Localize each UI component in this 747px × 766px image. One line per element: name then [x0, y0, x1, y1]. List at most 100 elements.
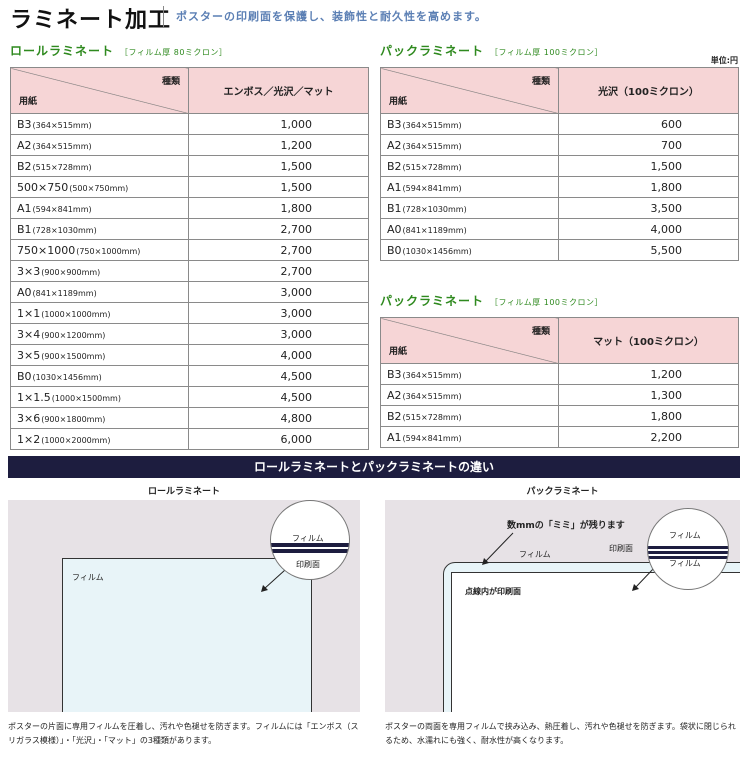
pack-gloss-heading: パックラミネート［フィルム厚 100ミクロン］	[380, 42, 603, 59]
pack-matte-col-value: マット（100ミクロン）	[558, 317, 739, 364]
roll-spec: ［フィルム厚 80ミクロン］	[120, 48, 228, 57]
paper-dimensions: (1000×2000mm)	[41, 435, 111, 445]
paper-size: 1×2	[17, 432, 41, 446]
paper-dimensions: (515×728mm)	[402, 412, 462, 422]
paper-size-cell: 3×5(900×1500mm)	[10, 344, 189, 366]
paper-size: A2	[17, 138, 32, 152]
paper-dimensions: (364×515mm)	[402, 391, 462, 401]
pack-gloss-corner-header: 種類 用紙	[380, 67, 559, 114]
paper-size: 750×1000	[17, 243, 76, 257]
comparison-banner: ロールラミネートとパックラミネートの違い	[8, 456, 740, 478]
price-cell: 1,500	[188, 176, 369, 198]
table-row: 750×1000(750×1000mm)2,700	[10, 239, 369, 261]
paper-dimensions: (728×1030mm)	[32, 225, 97, 235]
paper-size: B0	[17, 369, 32, 383]
paper-size: A2	[387, 388, 402, 402]
pack-gloss-col-paper: 用紙	[389, 97, 408, 107]
page-title: ラミネート加工	[10, 8, 172, 33]
table-row: B0(1030×1456mm) 4,500	[10, 365, 369, 387]
paper-size-cell: B3(364×515mm)	[380, 363, 559, 385]
paper-size-cell: 500×750(500×750mm)	[10, 176, 189, 198]
pack-gloss-col-kind: 種類	[531, 77, 550, 87]
price-cell: 4,800	[188, 407, 369, 429]
price-cell: 1,200	[188, 134, 369, 156]
price-cell: 1,500	[558, 155, 739, 177]
paper-dimensions: (1000×1000mm)	[41, 309, 111, 319]
pack-matte-spec: ［フィルム厚 100ミクロン］	[490, 298, 604, 307]
roll-diagram-title: ロールラミネート	[147, 487, 220, 497]
paper-dimensions: (1030×1456mm)	[402, 246, 472, 256]
roll-heading: ロールラミネート［フィルム厚 80ミクロン］	[10, 42, 227, 59]
paper-dimensions: (364×515mm)	[402, 141, 462, 151]
unit-label: 単位:円	[710, 56, 738, 65]
roll-detail-circle	[270, 500, 350, 580]
price-cell: 4,500	[188, 365, 369, 387]
pack-paper-layer	[648, 551, 728, 554]
table-row: A1(594×841mm)2,200	[380, 426, 739, 448]
table-row: B2(515×728mm) 1,500	[380, 155, 739, 177]
paper-size: A2	[387, 138, 402, 152]
paper-size: B0	[387, 243, 402, 257]
roll-arrow	[261, 569, 286, 592]
price-cell: 3,000	[188, 302, 369, 324]
page-subtitle: ポスターの印刷面を保護し、装飾性と耐久性を高めます。	[176, 10, 487, 23]
paper-size-cell: B2(515×728mm)	[10, 155, 189, 177]
table-row: 500×750(500×750mm)1,500	[10, 176, 369, 198]
paper-dimensions: (364×515mm)	[32, 120, 92, 130]
table-row: B3(364×515mm)1,200	[380, 363, 739, 385]
roll-col-value: エンボス／光沢／マット	[188, 67, 369, 114]
pack-mimi-label: 数mmの「ミミ」が残ります	[507, 521, 625, 531]
table-row: A2(364×515mm)1,200	[10, 134, 369, 156]
pack-matte-col-paper: 用紙	[389, 347, 408, 357]
price-cell: 3,500	[558, 197, 739, 219]
table-row: 3×4(900×1200mm)3,000	[10, 323, 369, 345]
paper-size-cell: A1(594×841mm)	[380, 176, 559, 198]
table-row: B2(515×728mm)1,500	[10, 155, 369, 177]
table-row: 3×3(900×900mm)2,700	[10, 260, 369, 282]
price-cell: 600	[558, 113, 739, 135]
table-row: B3(364×515mm)600	[380, 113, 739, 135]
paper-size-cell: 3×3(900×900mm)	[10, 260, 189, 282]
roll-caption: ポスターの片面に専用フィルムを圧着し、汚れや色褪せを防ぎます。フィルムには「エン…	[8, 722, 359, 745]
paper-size-cell: A1(594×841mm)	[380, 426, 559, 448]
table-row: A0(841×1189mm)3,000	[10, 281, 369, 303]
paper-dimensions: (1030×1456mm)	[32, 372, 102, 382]
paper-dimensions: (515×728mm)	[402, 162, 462, 172]
paper-size-cell: A2(364×515mm)	[10, 134, 189, 156]
pack-circle-film-top-label: フィルム	[669, 531, 701, 540]
paper-dimensions: (1000×1500mm)	[51, 393, 121, 403]
pack-gloss-col-value: 光沢（100ミクロン）	[558, 67, 739, 114]
pack-gloss-heading-text: パックラミネート	[380, 44, 485, 58]
paper-dimensions: (750×1000mm)	[76, 246, 141, 256]
pack-film-top-layer	[648, 546, 728, 549]
price-cell: 4,000	[188, 344, 369, 366]
paper-size: 3×6	[17, 411, 41, 425]
paper-size-cell: 3×4(900×1200mm)	[10, 323, 189, 345]
roll-col-paper: 用紙	[19, 97, 38, 107]
paper-size-cell: B0(1030×1456mm)	[380, 239, 559, 261]
price-cell: 700	[558, 134, 739, 156]
table-row: 1×1(1000×1000mm)3,000	[10, 302, 369, 324]
paper-dimensions: (594×841mm)	[402, 183, 462, 193]
paper-size: 3×4	[17, 327, 41, 341]
paper-size-cell: 1×1.5(1000×1500mm)	[10, 386, 189, 408]
pack-detail-circle	[647, 508, 729, 590]
paper-size: B1	[17, 222, 32, 236]
table-row: A2(364×515mm)1,300	[380, 384, 739, 406]
paper-size: B2	[387, 159, 402, 173]
roll-paper-layer	[271, 549, 349, 553]
paper-size-cell: A2(364×515mm)	[380, 384, 559, 406]
table-row: 1×2(1000×2000mm)6,000	[10, 428, 369, 450]
table-row: B3(364×515mm)1,000	[10, 113, 369, 135]
paper-dimensions: (900×900mm)	[41, 267, 101, 277]
table-row: 3×5(900×1500mm)4,000	[10, 344, 369, 366]
paper-size-cell: A2(364×515mm)	[380, 134, 559, 156]
price-cell: 1,800	[558, 176, 739, 198]
roll-circle-print-label: 印刷面	[296, 560, 320, 569]
price-cell: 3,000	[188, 281, 369, 303]
pack-film-bottom-layer	[648, 556, 728, 559]
paper-size: A1	[387, 180, 402, 194]
